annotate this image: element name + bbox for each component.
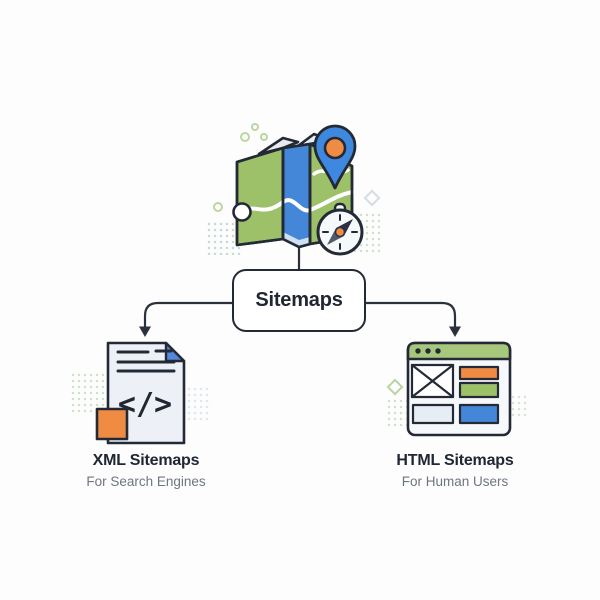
wireframe-green-block (458, 381, 500, 399)
branch-label-html: HTML Sitemaps For Human Users (355, 452, 555, 489)
location-pin-icon (313, 124, 357, 190)
branch-label-xml: XML Sitemaps For Search Engines (46, 452, 246, 489)
map-route (235, 190, 354, 218)
bubble-decorations (213, 123, 268, 212)
document-text-lines (116, 349, 176, 373)
root-node-sitemaps: Sitemaps (232, 269, 366, 332)
arrow-down-right-icon (449, 326, 461, 337)
xml-sitemaps-title: XML Sitemaps (92, 452, 200, 469)
html-sitemaps-title: HTML Sitemaps (396, 452, 514, 469)
browser-window-icon (406, 341, 512, 437)
orange-square-accent (95, 407, 129, 441)
map-illustration (213, 123, 364, 256)
wireframe-orange-block (458, 365, 500, 381)
image-placeholder-box (410, 363, 455, 399)
decorative-dots (186, 386, 212, 422)
connector-root-to-xml (143, 301, 233, 327)
html-sitemaps-subtitle: For Human Users (401, 474, 509, 489)
xml-sitemaps-subtitle: For Search Engines (86, 474, 206, 489)
xml-document-icon: </> (95, 341, 186, 445)
compass-icon (316, 202, 364, 256)
arrow-down-left-icon (139, 326, 151, 337)
browser-top-bar (406, 341, 512, 361)
wireframe-blue-block (458, 403, 500, 425)
root-node-label: Sitemaps (255, 289, 343, 311)
wireframe-light-block (411, 403, 455, 425)
connector-root-to-html (366, 301, 457, 327)
browser-dots-icon (415, 348, 441, 354)
decorative-dots (70, 372, 108, 414)
map-point-marker (232, 202, 252, 222)
